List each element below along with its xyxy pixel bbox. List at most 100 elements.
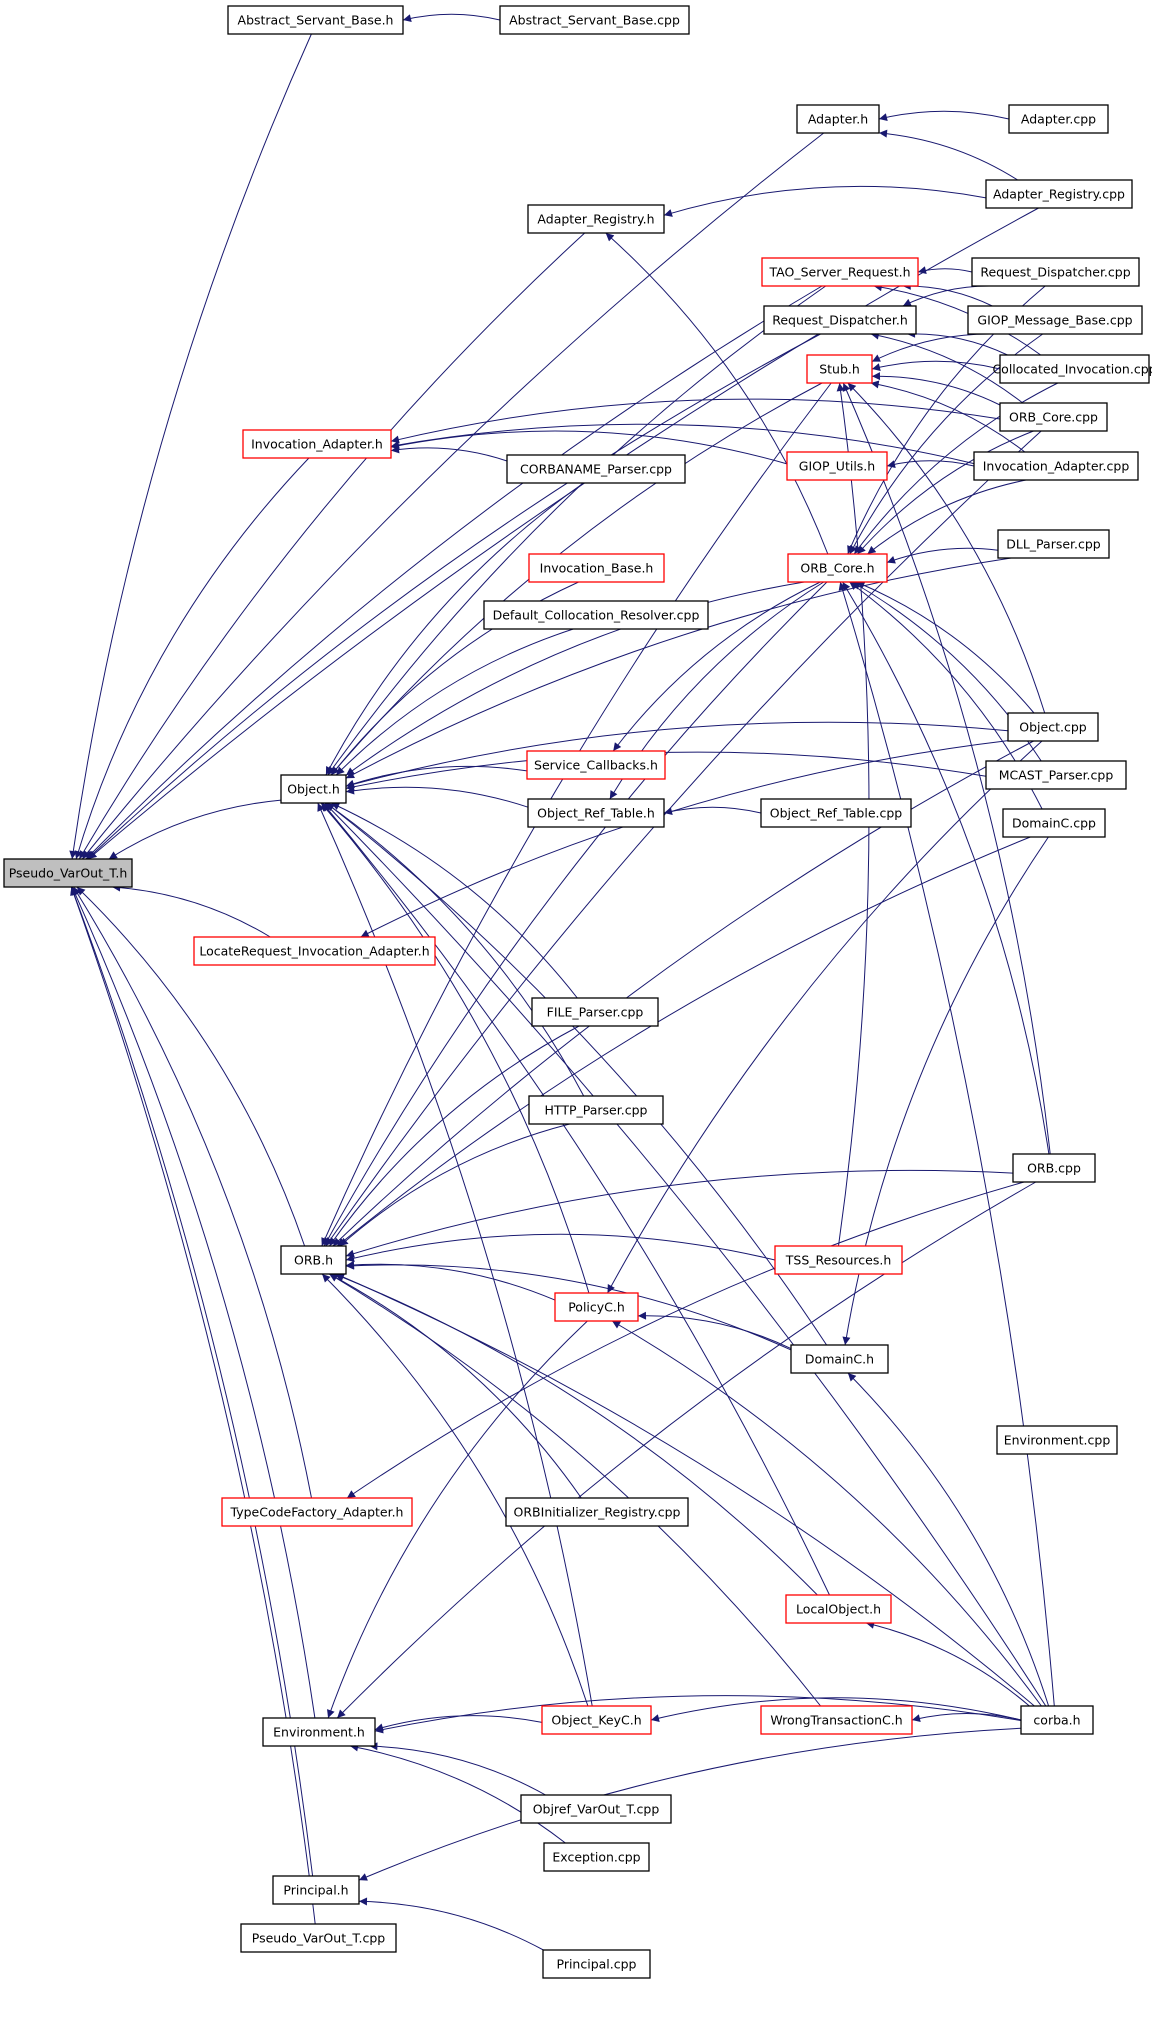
node-orb-h[interactable]: ORB.h [280, 1245, 347, 1275]
edge-exception_cpp-to-environment_h [350, 1743, 566, 1844]
node-object-ref-table-h[interactable]: Object_Ref_Table.h [527, 798, 665, 828]
node-object-h[interactable]: Object.h [280, 774, 347, 804]
node-pseudo-varout-t-h[interactable]: Pseudo_VarOut_T.h [3, 858, 133, 888]
node-object-cpp[interactable]: Object.cpp [1007, 712, 1099, 742]
node-abstract-servant-base-cpp[interactable]: Abstract_Servant_Base.cpp [499, 5, 690, 35]
node-invocation-adapter-h[interactable]: Invocation_Adapter.h [242, 429, 392, 459]
node-orb-core-h[interactable]: ORB_Core.h [787, 553, 888, 583]
node-object-ref-table-cpp[interactable]: Object_Ref_Table.cpp [760, 798, 912, 828]
node-box [760, 798, 912, 828]
node-box [506, 454, 686, 484]
edge-object_ref_table_cpp-to-object_ref_table_h [663, 806, 762, 816]
node-http-parser-cpp[interactable]: HTTP_Parser.cpp [528, 1095, 664, 1125]
edge-invocation_adapter_h-to-pseudo_varout_t_h [74, 457, 310, 860]
edge-invocation_adapter_cpp-to-invocation_adapter_h [390, 423, 975, 465]
edge-localobject_h-to-object_h [322, 802, 830, 1596]
node-box [967, 305, 1143, 335]
edge-object_cpp-to-object_h [345, 721, 1009, 789]
edge-orb_cpp-to-typecodefactory_adapter_h [346, 1181, 1025, 1499]
node-principal-h[interactable]: Principal.h [272, 1875, 360, 1905]
node-invocation-adapter-cpp[interactable]: Invocation_Adapter.cpp [973, 451, 1139, 481]
node-mcast-parser-cpp[interactable]: MCAST_Parser.cpp [985, 760, 1127, 790]
edge-invocation_adapter_cpp-to-stub_h [870, 380, 1026, 453]
node-domainc-h[interactable]: DomainC.h [790, 1344, 889, 1374]
node-invocation-base-h[interactable]: Invocation_Base.h [528, 553, 665, 583]
node-label: LocalObject.h [796, 1602, 881, 1617]
node-box [1020, 1705, 1094, 1735]
node-collocated-invocation-cpp[interactable]: Collocated_Invocation.cpp [992, 354, 1152, 384]
edge-object_cpp-to-orb_h [332, 740, 1034, 1247]
node-box [971, 257, 1140, 287]
node-corbaname-parser-cpp[interactable]: CORBANAME_Parser.cpp [506, 454, 686, 484]
edge-object_keyc_h-to-environment_h [374, 1715, 543, 1732]
node-label: PolicyC.h [568, 1300, 625, 1315]
edge-tss_resources_h-to-orb_h [345, 1233, 776, 1263]
edge-policyc_h-to-object_h [320, 802, 590, 1294]
node-box [763, 305, 917, 335]
node-request-dispatcher-h[interactable]: Request_Dispatcher.h [763, 305, 917, 335]
node-box [774, 1245, 903, 1275]
node-box [542, 1949, 651, 1979]
node-service-callbacks-h[interactable]: Service_Callbacks.h [526, 750, 666, 780]
node-label: ORB_Core.cpp [1009, 410, 1098, 425]
node-environment-h[interactable]: Environment.h [262, 1717, 376, 1747]
edge-corba_h-to-policyc_h [611, 1320, 1042, 1707]
node-box [790, 1344, 889, 1374]
edge-default_collocation_resolver_cpp-to-object_h [335, 628, 574, 776]
node-label: ORBInitializer_Registry.cpp [514, 1505, 681, 1520]
node-environment-cpp[interactable]: Environment.cpp [996, 1425, 1118, 1455]
node-principal-cpp[interactable]: Principal.cpp [542, 1949, 651, 1979]
node-box [1008, 104, 1109, 134]
node-tao-server-request-h[interactable]: TAO_Server_Request.h [761, 257, 919, 287]
edge-corba_h-to-orb_h [335, 1273, 1035, 1707]
edge-locaterequest_invocation_adapter_h-to-pseudo_varout_t_h [112, 883, 271, 938]
node-adapter-registry-cpp[interactable]: Adapter_Registry.cpp [985, 179, 1133, 209]
node-typecodefactory-adapter-h[interactable]: TypeCodeFactory_Adapter.h [221, 1497, 413, 1527]
node-orb-cpp[interactable]: ORB.cpp [1012, 1153, 1096, 1183]
node-label: Default_Collocation_Resolver.cpp [493, 608, 700, 623]
node-policyc-h[interactable]: PolicyC.h [554, 1292, 639, 1322]
edge-adapter_cpp-to-adapter_h [878, 110, 1010, 122]
node-label: TSS_Resources.h [785, 1253, 892, 1268]
edge-principal_cpp-to-principal_h [358, 1897, 544, 1951]
node-wrongtransactionc-h[interactable]: WrongTransactionC.h [760, 1705, 913, 1735]
node-locaterequest-invocation-adapter-h[interactable]: LocateRequest_Invocation_Adapter.h [193, 936, 436, 966]
node-objref-varout-t-cpp[interactable]: Objref_VarOut_T.cpp [520, 1794, 672, 1824]
node-tss-resources-h[interactable]: TSS_Resources.h [774, 1245, 903, 1275]
node-box [554, 1292, 639, 1322]
edge-http_parser_cpp-to-orb_h [339, 1123, 570, 1247]
node-giop-message-base-cpp[interactable]: GIOP_Message_Base.cpp [967, 305, 1143, 335]
node-label: Service_Callbacks.h [534, 758, 658, 773]
edge-layer [69, 13, 1059, 1951]
node-box [1012, 1153, 1096, 1183]
node-domainc-cpp[interactable]: DomainC.cpp [1002, 808, 1106, 838]
node-orb-core-cpp[interactable]: ORB_Core.cpp [999, 402, 1108, 432]
node-adapter-h[interactable]: Adapter.h [796, 104, 880, 134]
node-object-keyc-h[interactable]: Object_KeyC.h [541, 1705, 652, 1735]
edge-collocated_invocation_cpp-to-stub_h [871, 360, 1001, 372]
node-adapter-registry-h[interactable]: Adapter_Registry.h [527, 204, 665, 234]
node-exception-cpp[interactable]: Exception.cpp [543, 1842, 650, 1872]
edge-orb_core_cpp-to-orb_core_h [857, 430, 1034, 555]
edge-adapter_registry_cpp-to-adapter_registry_h [663, 185, 987, 217]
node-adapter-cpp[interactable]: Adapter.cpp [1008, 104, 1109, 134]
node-box [3, 858, 133, 888]
node-orbinitializer-registry-cpp[interactable]: ORBInitializer_Registry.cpp [505, 1497, 689, 1527]
node-label: Pseudo_VarOut_T.h [9, 866, 128, 881]
node-corba-h[interactable]: corba.h [1020, 1705, 1094, 1735]
node-default-collocation-resolver-cpp[interactable]: Default_Collocation_Resolver.cpp [483, 600, 709, 630]
node-dll-parser-cpp[interactable]: DLL_Parser.cpp [997, 529, 1110, 559]
node-pseudo-varout-t-cpp[interactable]: Pseudo_VarOut_T.cpp [240, 1923, 397, 1953]
node-file-parser-cpp[interactable]: FILE_Parser.cpp [531, 997, 659, 1027]
edge-corbaname_parser_cpp-to-object_h [325, 482, 584, 776]
node-localobject-h[interactable]: LocalObject.h [785, 1594, 892, 1624]
node-stub-h[interactable]: Stub.h [806, 354, 873, 384]
node-label: HTTP_Parser.cpp [545, 1103, 648, 1118]
node-request-dispatcher-cpp[interactable]: Request_Dispatcher.cpp [971, 257, 1140, 287]
node-abstract-servant-base-h[interactable]: Abstract_Servant_Base.h [227, 5, 404, 35]
node-giop-utils-h[interactable]: GIOP_Utils.h [786, 451, 888, 481]
edge-giop_utils_h-to-invocation_adapter_h [390, 430, 788, 465]
edge-orb_h-to-pseudo_varout_t_h [76, 886, 306, 1247]
node-box [505, 1497, 689, 1527]
node-box [796, 104, 880, 134]
